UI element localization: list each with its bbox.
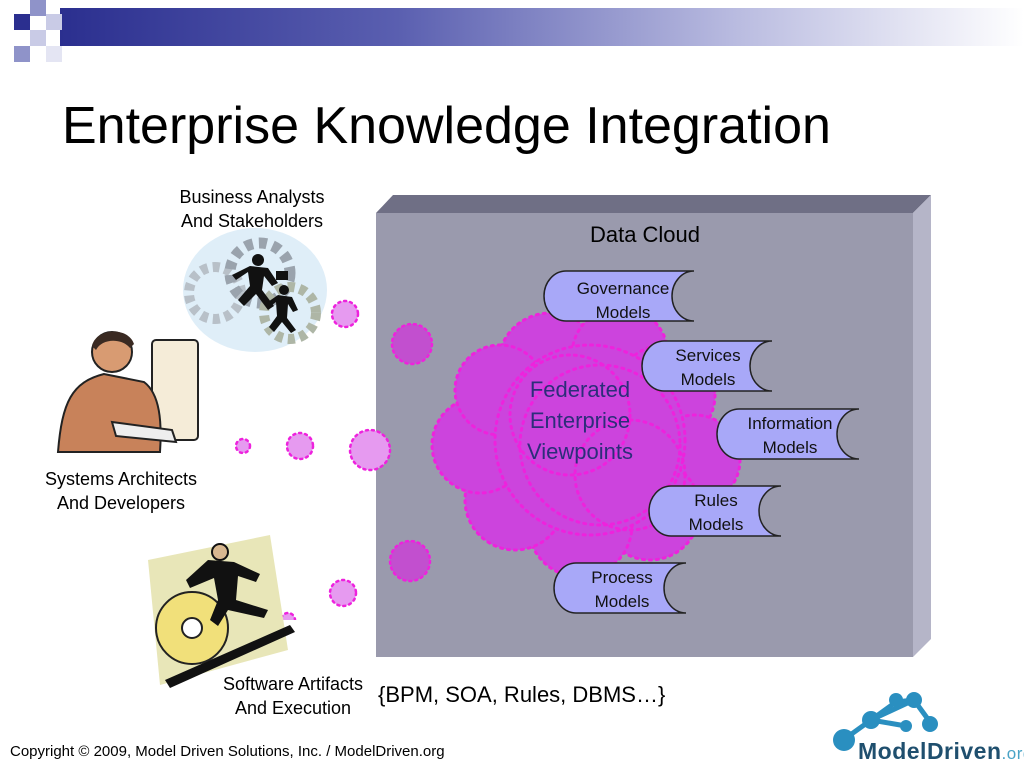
copyright-text: Copyright © 2009, Model Driven Solutions… [10,743,445,760]
box-top-face [376,195,931,213]
gear-icon [259,282,321,344]
slide-title: Enterprise Knowledge Integration [62,97,831,155]
governance-models-shape [543,270,695,322]
header-gradient-bar [60,8,1024,46]
actor-label-line: Software Artifacts [222,674,364,694]
model-label-line: Models [594,592,650,611]
person-hair [92,331,134,350]
federated-line-2: Enterprise [529,408,631,433]
technology-tags: {BPM, SOA, Rules, DBMS…} [378,682,666,707]
actor-label-line: And Execution [234,698,352,718]
services-models-label: Services Models [658,344,758,392]
federated-line-3: Viewpoints [527,439,633,464]
logo-name: ModelDriven [858,738,1002,764]
ground-bar [165,625,295,688]
software-artifacts-label: Software Artifacts And Execution [205,672,381,720]
model-label-line: Models [688,515,744,534]
logo-suffix: .org [1001,744,1024,763]
gear-icon [184,262,246,324]
process-models-shape [553,562,687,614]
model-label-line: Process [591,568,653,587]
data-cloud-title: Data Cloud [589,222,701,247]
process-models-label: Process Models [572,566,672,614]
model-label-line: Models [762,438,818,457]
disc-hole [181,617,203,639]
runner-icon [232,254,288,310]
model-label-line: Models [595,303,651,322]
business-analysts-label: Business Analysts And Stakeholders [160,185,344,233]
actor-label-line: And Developers [56,493,186,513]
keyboard-icon [110,420,178,444]
box-side-face [913,195,931,657]
services-models-shape [641,340,773,392]
actor-label-line: Business Analysts [179,187,325,207]
systems-architects-label: Systems Architects And Developers [26,467,216,515]
business-analysts-clipart [183,228,327,352]
model-shapes [543,270,860,614]
runner-icon [265,285,298,333]
federated-line-1: Federated [529,377,631,402]
model-label-line: Governance [576,279,670,298]
information-models-label: Information Models [734,412,846,460]
governance-models-label: Governance Models [560,277,686,325]
connector-bubbles [234,299,434,620]
header-square [30,30,46,46]
model-label-line: Models [680,370,736,389]
header-square [46,46,62,62]
model-label-line: Information [747,414,833,433]
molecule-logo-icon [833,692,938,751]
actor-label-line: And Stakeholders [180,211,324,231]
rules-models-shape [648,485,782,537]
information-models-shape [716,408,860,460]
header-square [30,0,46,16]
header-square [14,46,30,62]
rules-models-label: Rules Models [666,489,766,537]
header-square [14,14,30,30]
logo-wordmark: ModelDriven.org [858,738,1024,765]
software-artifacts-clipart [148,535,295,688]
header-square [46,14,62,30]
model-label-line: Rules [694,491,738,510]
runner-icon [186,543,268,626]
actor-label-line: Systems Architects [44,469,198,489]
systems-architect-clipart [56,331,199,453]
model-label-line: Services [675,346,741,365]
gear-icon [224,237,296,309]
person-body [56,372,162,453]
federated-viewpoints-label: Federated Enterprise Viewpoints [495,374,665,467]
